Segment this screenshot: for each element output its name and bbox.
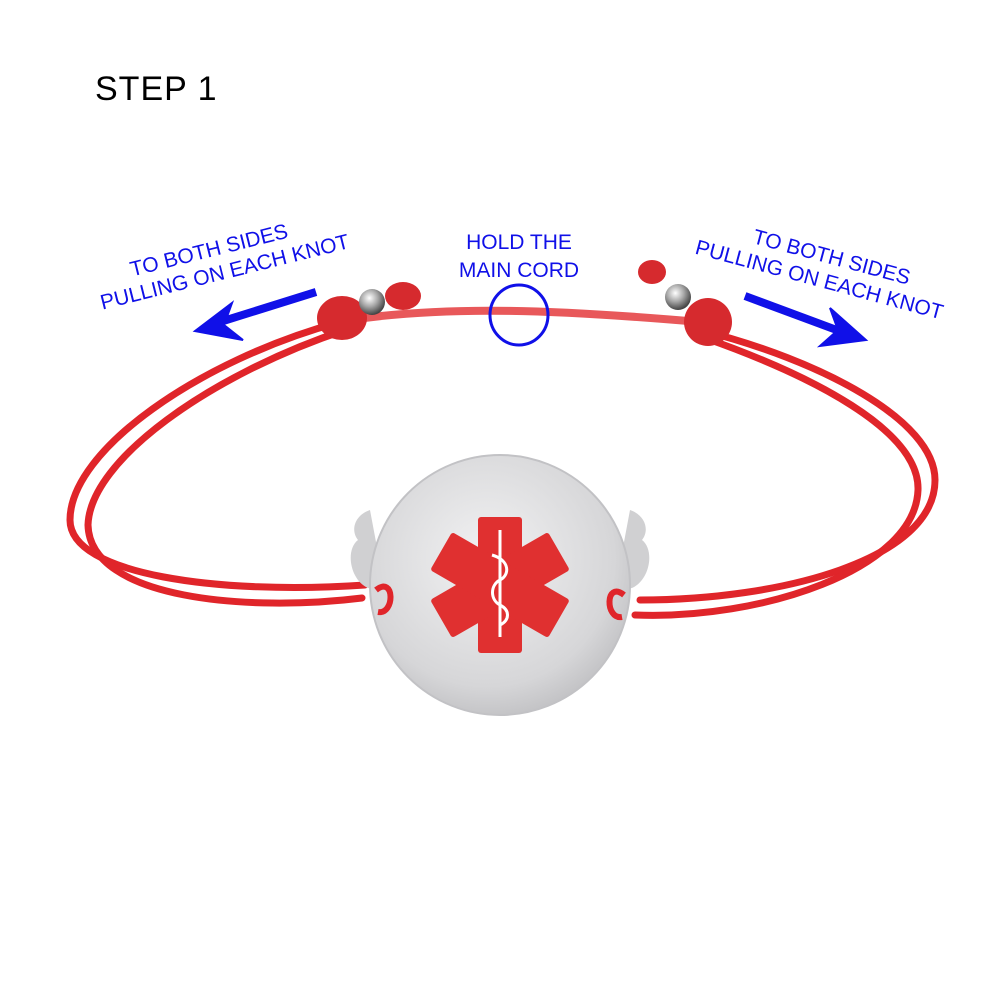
center-annotation: HOLD THE MAIN CORD	[459, 231, 579, 347]
center-line2: MAIN CORD	[459, 259, 579, 282]
right-knot	[638, 260, 732, 346]
bracelet-cord	[66, 306, 939, 619]
right-arrow-icon	[743, 292, 869, 348]
left-arrow-icon	[192, 288, 318, 341]
right-bead	[665, 284, 691, 310]
step-title: STEP 1	[95, 70, 218, 108]
star-of-life-emblem	[431, 517, 569, 653]
medical-pendant	[350, 454, 650, 716]
center-line1: HOLD THE	[466, 231, 572, 254]
left-knot	[317, 282, 421, 340]
right-annotation: TO BOTH SIDES PULLING ON EACH KNOT	[693, 225, 946, 348]
hold-point-circle	[488, 283, 550, 347]
left-bead	[359, 289, 385, 315]
left-annotation: TO BOTH SIDES PULLING ON EACH KNOT	[98, 220, 352, 341]
